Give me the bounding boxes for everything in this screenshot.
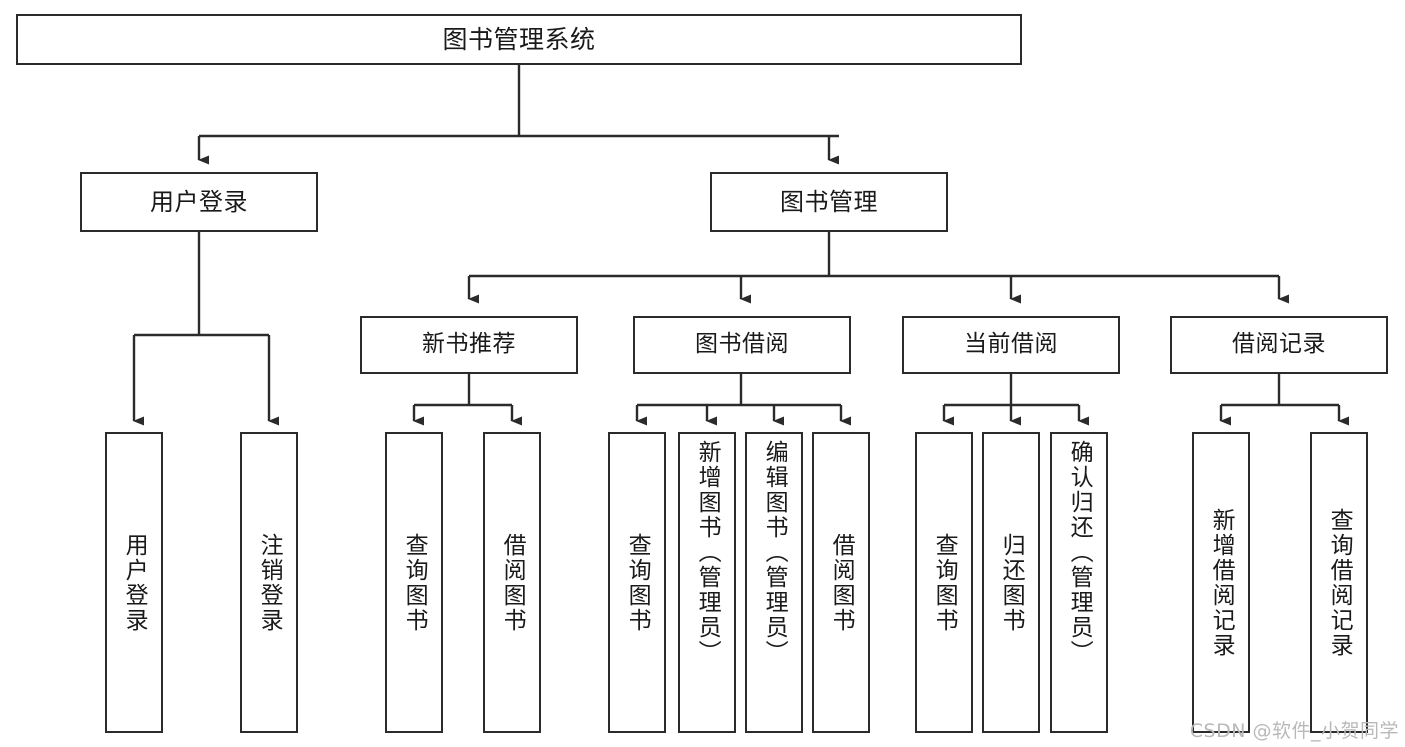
node-label: 新书推荐 [422, 331, 516, 358]
node-label: 图书管理 [780, 187, 878, 216]
leaf-query-book-3[interactable]: 查询图书 [915, 432, 973, 733]
node-book-borrow[interactable]: 图书借阅 [633, 316, 851, 374]
leaf-query-borrow-record[interactable]: 查询借阅记录 [1310, 432, 1368, 733]
node-label: 借阅图书 [828, 532, 855, 633]
node-borrow-record[interactable]: 借阅记录 [1170, 316, 1388, 374]
node-label: 用户登录 [150, 187, 248, 216]
node-label: 查询图书 [401, 532, 428, 633]
node-label: 当前借阅 [964, 331, 1058, 358]
leaf-confirm-return[interactable]: 确认归还（管理员） [1050, 432, 1108, 733]
leaf-add-book[interactable]: 新增图书（管理员） [678, 432, 736, 733]
node-label: 图书借阅 [695, 331, 789, 358]
leaf-borrow-book-2[interactable]: 借阅图书 [812, 432, 870, 733]
node-label: 新增图书（管理员） [694, 440, 721, 665]
leaf-query-book-2[interactable]: 查询图书 [608, 432, 666, 733]
node-label: 注销登录 [256, 532, 283, 633]
node-current-borrow[interactable]: 当前借阅 [902, 316, 1120, 374]
node-label: 归还图书 [998, 532, 1025, 633]
node-label: 编辑图书（管理员） [761, 440, 788, 665]
node-label: 查询借阅记录 [1326, 507, 1353, 658]
node-label: 用户登录 [121, 532, 148, 633]
leaf-query-book-1[interactable]: 查询图书 [385, 432, 443, 733]
node-label: 借阅图书 [499, 532, 526, 633]
leaf-add-borrow-record[interactable]: 新增借阅记录 [1192, 432, 1250, 733]
node-label: 确认归还（管理员） [1066, 440, 1093, 665]
leaf-borrow-book-1[interactable]: 借阅图书 [483, 432, 541, 733]
node-label: 借阅记录 [1232, 331, 1326, 358]
node-label: 图书管理系统 [442, 24, 596, 54]
leaf-return-book[interactable]: 归还图书 [982, 432, 1040, 733]
node-book-management[interactable]: 图书管理 [710, 172, 948, 232]
node-label: 查询图书 [931, 532, 958, 633]
leaf-logout-login[interactable]: 注销登录 [240, 432, 298, 733]
node-new-book-recommend[interactable]: 新书推荐 [360, 316, 578, 374]
leaf-user-login[interactable]: 用户登录 [105, 432, 163, 733]
leaf-edit-book[interactable]: 编辑图书（管理员） [745, 432, 803, 733]
node-label: 查询图书 [624, 532, 651, 633]
node-user-login[interactable]: 用户登录 [80, 172, 318, 232]
watermark-text: CSDN @软件_小贺同学 [1189, 720, 1399, 742]
node-label: 新增借阅记录 [1208, 507, 1235, 658]
node-root-system[interactable]: 图书管理系统 [16, 14, 1022, 65]
